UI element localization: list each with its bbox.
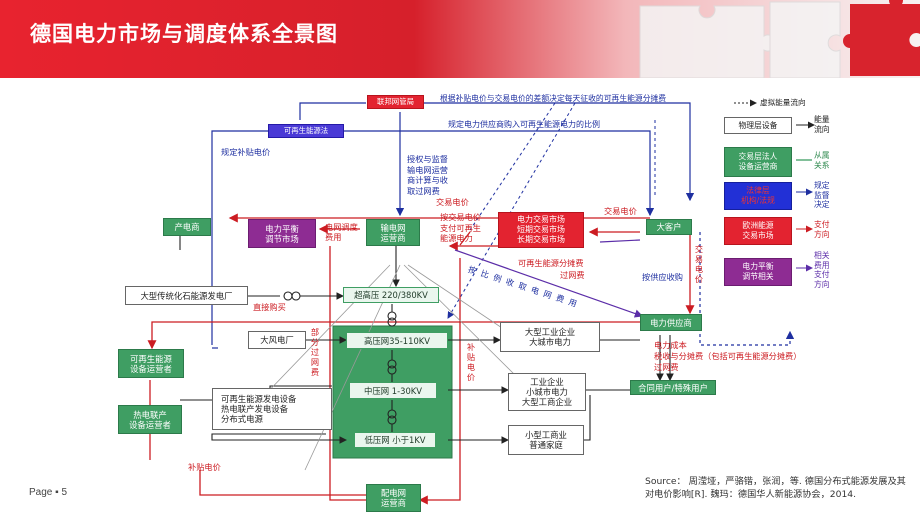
- node-high-voltage: 高压网35-110KV: [346, 332, 448, 349]
- node-power-supplier: 电力供应商: [640, 314, 702, 331]
- node-small-business: 小型工商业 普通家庭: [508, 425, 584, 455]
- label-subsidy-vertical: 补贴电价: [466, 342, 476, 382]
- label-authorize: 授权与监督 输电网运营 商计算与收 取过网费: [407, 154, 448, 196]
- node-producer: 产电商: [163, 218, 211, 236]
- node-big-customer: 大客户: [646, 219, 692, 235]
- node-power-exchange: 电力交易市场 短期交易市场 长期交易市场: [498, 212, 584, 248]
- legend-balance-related: 电力平衡 调节相关: [724, 258, 792, 286]
- label-trade-price-right: 交易电价: [604, 206, 637, 216]
- node-industry: 工业企业 小城市电力 大型工商企业: [508, 373, 586, 411]
- node-extra-high-voltage: 超高压 220/380KV: [343, 287, 439, 303]
- label-re-share-note: 规定电力供应商购入可再生能源电力的比例: [448, 120, 600, 129]
- node-low-voltage: 低压网 小于1KV: [354, 432, 436, 448]
- regulator-renewable-energy-act: 可再生能源法: [268, 124, 344, 138]
- label-grid-fee-balance: 电网调度 费用: [325, 222, 358, 242]
- node-wind-plant: 大风电厂: [248, 331, 306, 349]
- legend-trading-entity: 交易层法人 设备运营商: [724, 147, 792, 177]
- label-top-note: 根据补贴电价与交易电价的差额决定每天征收的可再生能源分摊费: [440, 94, 667, 103]
- label-pay-by-trade: 按交易电价 支付可再生 能源电力: [440, 212, 481, 243]
- node-re-operator: 可再生能源 设备运营者: [118, 349, 184, 378]
- label-cost-line1: 电力成本: [654, 340, 687, 350]
- page-number: Page ▪ 5: [29, 487, 68, 498]
- node-distributed-generation: 可再生能源发电设备 热电联产发电设备 分布式电源: [212, 388, 332, 430]
- node-large-industry: 大型工业企业 大城市电力: [500, 322, 600, 352]
- label-cost-line3: 过网费: [654, 362, 679, 372]
- red-puzzle-piece-icon: [843, 0, 920, 76]
- page-title: 德国电力市场与调度体系全景图: [30, 22, 338, 46]
- node-dso: 配电网 运营商: [366, 484, 421, 512]
- legend-virtual-flow: 虚拟能量流向: [760, 98, 806, 107]
- label-subsidy-bottom: 补贴电价: [188, 462, 221, 472]
- node-fossil-plant: 大型传统化石能源发电厂: [125, 286, 248, 305]
- label-trade-price-top: 交易电价: [436, 197, 469, 207]
- label-collect-by-supply: 按供应收购: [642, 272, 683, 282]
- puzzle-image: [639, 0, 920, 78]
- label-transit-fee: 过网费: [560, 270, 585, 280]
- node-tso: 输电网 运营商: [366, 219, 420, 246]
- legend-regulate: 规定 监督 决定: [814, 181, 830, 209]
- node-chp-operator: 热电联产 设备运营者: [118, 405, 182, 434]
- label-direct-purchase: 直接购买: [253, 302, 286, 312]
- label-fixed-feed-in: 规定补贴电价: [221, 147, 271, 157]
- label-cost-line2: 税收与分摊费（包括可再生能源分摊费）: [654, 351, 802, 361]
- legend-euro-exchange: 欧洲能源 交易市场: [724, 217, 792, 245]
- label-partial-transit: 部分过网费: [310, 327, 320, 377]
- regulator-federal-network-agency: 联邦网管局: [367, 95, 424, 109]
- legend-related-fees: 相关 费用 支付 方向: [814, 251, 830, 289]
- node-medium-voltage: 中压网 1-30KV: [349, 382, 437, 399]
- legend-pay-direction: 支付 方向: [814, 220, 830, 239]
- source-citation: Source： 周滢垭，严骆锴，张润，等. 德国分布式能源发展及其对电价影响[R…: [645, 476, 906, 500]
- legend-energy-flow: 能量 流向: [814, 115, 830, 134]
- label-trade-vertical: 交易电价: [694, 244, 704, 284]
- node-contract-users: 合同用户/特殊用户: [630, 380, 716, 395]
- legend-subordinate: 从属 关系: [814, 151, 830, 170]
- label-re-levy: 可再生能源分摊费: [518, 258, 584, 268]
- legend-physical: 物理层设备: [724, 117, 792, 134]
- node-balance-market: 电力平衡 调节市场: [248, 219, 316, 248]
- legend-regulation-entity: 法律层 机构/法规: [724, 182, 792, 210]
